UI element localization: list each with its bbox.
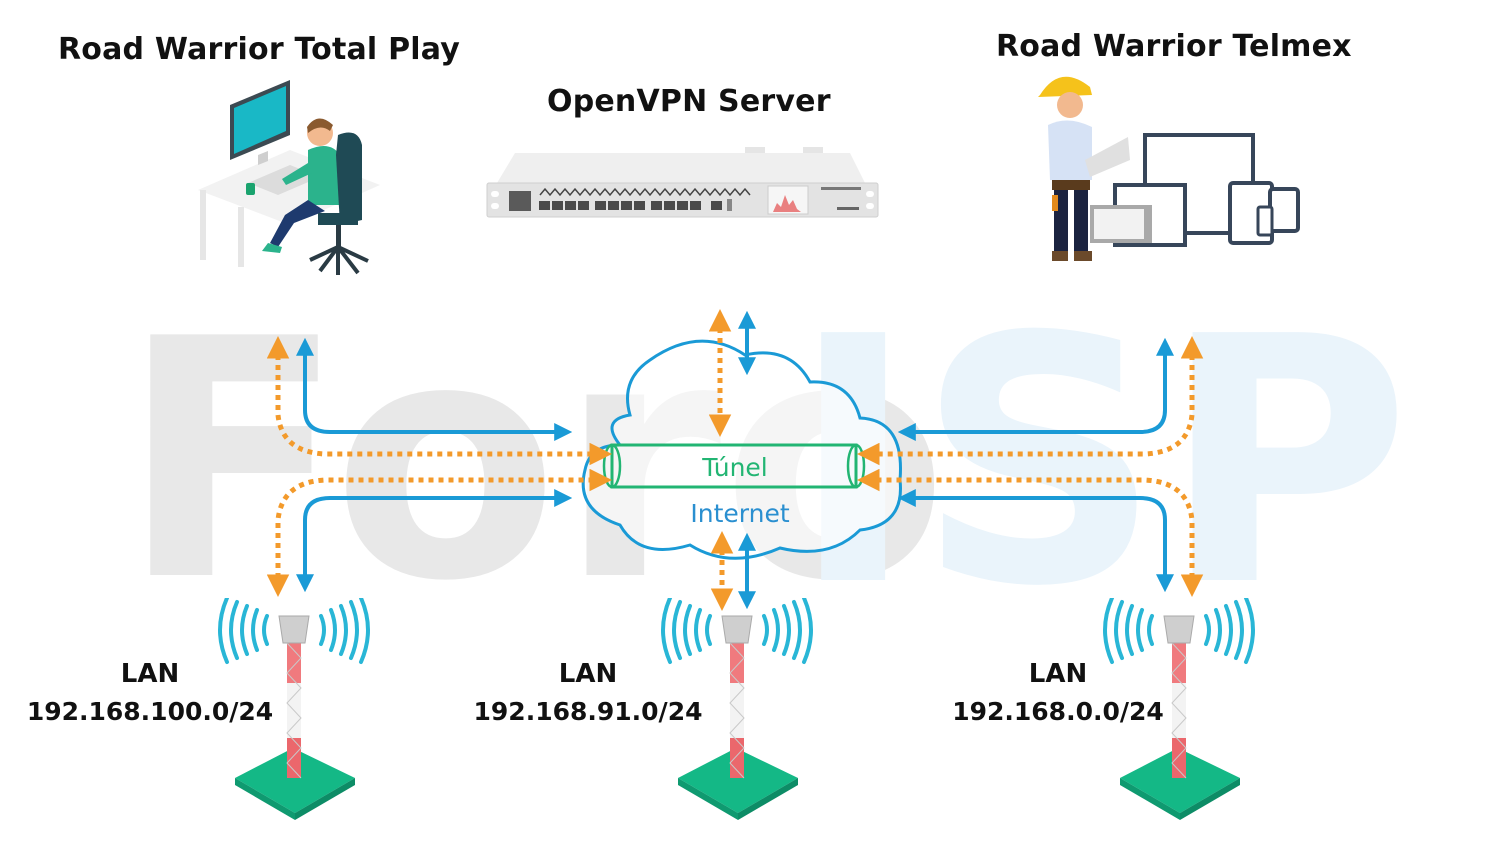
lan-subnet: 192.168.91.0/24	[473, 697, 703, 726]
internet-label: Internet	[690, 499, 789, 528]
user-at-desk-illustration	[198, 80, 380, 275]
title-road-warrior-telmex: Road Warrior Telmex	[996, 29, 1352, 64]
lan-subnet: 192.168.0.0/24	[952, 697, 1164, 726]
cell-tower-icon-left	[218, 598, 370, 820]
vpn-tunnel	[602, 443, 866, 489]
left-internet-arrow-upper	[296, 337, 573, 441]
lan-label-left: LAN 192.168.100.0/24	[20, 656, 280, 732]
lan-label-right: LAN 192.168.0.0/24	[928, 656, 1188, 732]
right-internet-arrow-upper	[897, 337, 1174, 441]
lan-title: LAN	[120, 659, 180, 689]
right-internet-arrow-lower	[897, 489, 1174, 593]
left-internet-arrow-lower	[296, 489, 573, 593]
title-openvpn-server: OpenVPN Server	[547, 84, 831, 119]
left-vpn-arrow-lower	[266, 468, 612, 597]
lan-title: LAN	[1028, 659, 1088, 689]
cell-tower-icon-right	[1103, 598, 1255, 820]
ethernet-ports	[539, 199, 732, 211]
title-road-warrior-total-play: Road Warrior Total Play	[58, 32, 461, 67]
router-device-illustration	[486, 147, 879, 218]
lan-title: LAN	[558, 659, 618, 689]
lan-label-center: LAN 192.168.91.0/24	[458, 656, 718, 732]
right-vpn-arrow-upper	[857, 336, 1204, 466]
left-vpn-arrow-upper	[266, 336, 612, 466]
engineer-with-devices-illustration	[1038, 76, 1300, 261]
right-vpn-arrow-lower	[857, 468, 1204, 597]
lan-subnet: 192.168.100.0/24	[26, 697, 274, 726]
cell-tower-icon-center	[661, 598, 813, 820]
tunnel-label: Túnel	[701, 453, 768, 482]
